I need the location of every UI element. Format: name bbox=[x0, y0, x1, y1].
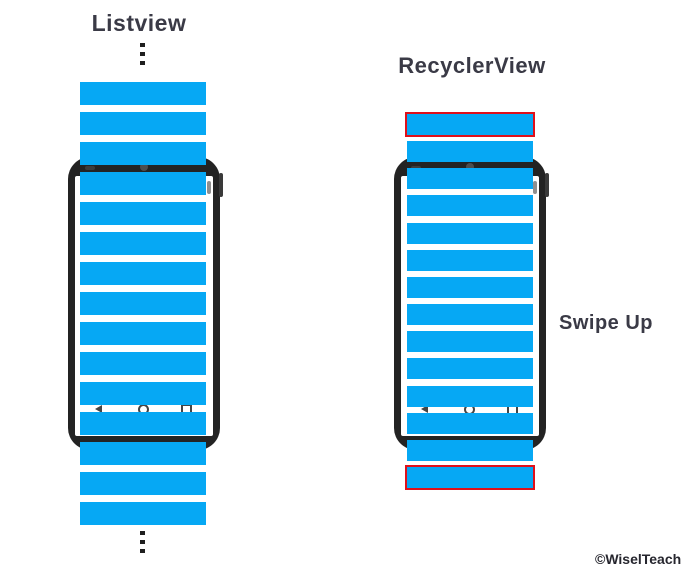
overflow-dot bbox=[139, 540, 145, 544]
scrollbar-thumb bbox=[533, 181, 537, 194]
watermark: ©WiselTeach bbox=[595, 551, 682, 567]
overflow-dots-bottom bbox=[139, 531, 145, 558]
list-item-bar bbox=[80, 262, 206, 285]
list-item-bar bbox=[80, 112, 206, 135]
recyclerview-title: RecyclerView bbox=[398, 53, 546, 78]
scrollbar-thumb bbox=[207, 181, 211, 194]
list-item-bar bbox=[407, 304, 533, 325]
list-item-bar bbox=[80, 442, 206, 465]
camera-icon bbox=[466, 163, 474, 171]
power-button bbox=[219, 173, 223, 197]
overflow-dot bbox=[139, 43, 145, 47]
swipe-up-label: Swipe Up bbox=[559, 312, 654, 334]
list-item-bar bbox=[80, 472, 206, 495]
list-item-bar bbox=[407, 141, 533, 162]
list-item-bar bbox=[407, 358, 533, 379]
speaker-icon bbox=[85, 166, 95, 170]
list-item-bar bbox=[80, 142, 206, 165]
list-item-bar bbox=[407, 386, 533, 407]
camera-icon bbox=[140, 163, 148, 171]
recycled-item-bar bbox=[405, 112, 535, 137]
list-item-bar bbox=[80, 82, 206, 105]
list-item-bar bbox=[407, 168, 533, 189]
list-item-bar bbox=[80, 172, 206, 195]
list-item-bar bbox=[80, 232, 206, 255]
list-item-bar bbox=[407, 277, 533, 298]
list-item-bar bbox=[80, 292, 206, 315]
list-item-bar bbox=[407, 440, 533, 461]
overflow-dot bbox=[139, 549, 145, 553]
listview-title: Listview bbox=[91, 10, 187, 36]
list-item-bar bbox=[80, 202, 206, 225]
overflow-dot bbox=[139, 52, 145, 56]
back-icon bbox=[95, 405, 102, 413]
list-item-bar bbox=[80, 502, 206, 525]
recycled-item-bar bbox=[405, 465, 535, 490]
list-item-bar bbox=[407, 223, 533, 244]
list-item-bar bbox=[80, 352, 206, 375]
list-item-bar bbox=[80, 412, 206, 435]
list-item-bar bbox=[407, 250, 533, 271]
list-item-bar bbox=[407, 331, 533, 352]
list-item-bar bbox=[407, 195, 533, 216]
overflow-dot bbox=[139, 61, 145, 65]
list-item-bar bbox=[407, 413, 533, 434]
overflow-dot bbox=[139, 531, 145, 535]
overflow-dots-top bbox=[139, 43, 145, 70]
list-item-bar bbox=[80, 322, 206, 345]
list-item-bar bbox=[80, 382, 206, 405]
back-icon bbox=[421, 405, 428, 413]
power-button bbox=[545, 173, 549, 197]
